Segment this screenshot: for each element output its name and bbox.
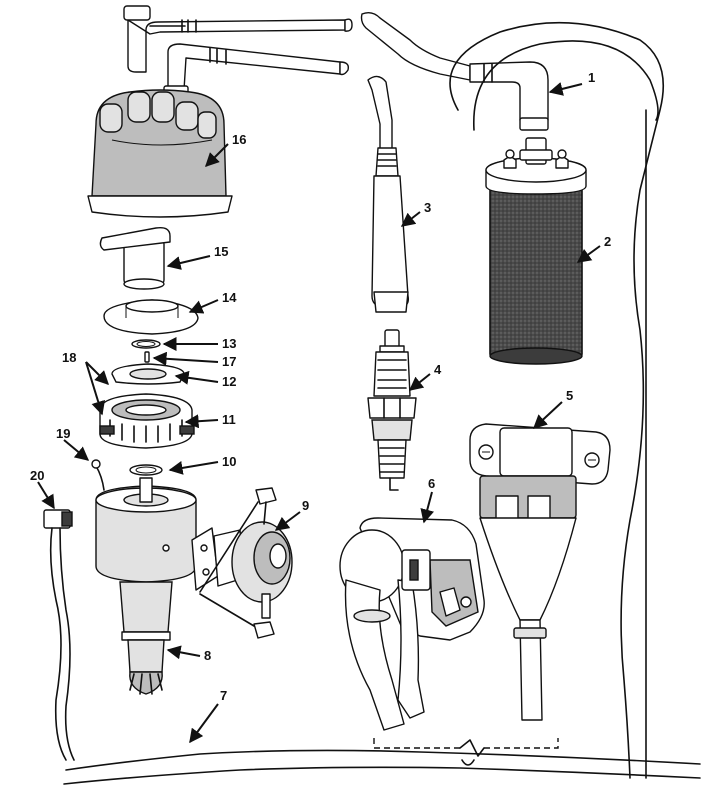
retaining-plate (111, 363, 185, 385)
leader-arrows (37, 82, 601, 744)
spark-plug-lead (367, 75, 410, 313)
callout-9: 9 (302, 498, 309, 513)
connector-20 (43, 509, 75, 761)
loop-wire (449, 21, 665, 779)
ignition-module-6 (339, 517, 485, 731)
callout-3: 3 (424, 200, 431, 215)
callout-8: 8 (204, 648, 211, 663)
callout-19: 19 (56, 426, 70, 441)
spark-plug (367, 329, 417, 491)
wiring-harness (63, 749, 701, 785)
distributor-cap (87, 89, 233, 218)
callout-5: 5 (566, 388, 573, 403)
callout-17: 17 (222, 354, 236, 369)
callout-16: 16 (232, 132, 246, 147)
callout-20: 20 (30, 468, 44, 483)
callout-13: 13 (222, 336, 236, 351)
callout-18: 18 (62, 350, 76, 365)
ignition-module-5 (469, 423, 611, 721)
harness-break (459, 739, 485, 757)
callout-12: 12 (222, 374, 236, 389)
wiring-bracket-dashed (373, 738, 559, 749)
callout-14: 14 (222, 290, 237, 305)
callout-15: 15 (214, 244, 228, 259)
callout-4: 4 (434, 362, 442, 377)
o-ring-13 (131, 339, 161, 349)
distributor-body (95, 477, 197, 695)
callout-11: 11 (222, 412, 236, 427)
vacuum-unit (191, 487, 293, 639)
rotor-arm (99, 226, 171, 290)
coil-ht-lead (360, 11, 549, 131)
callout-2: 2 (604, 234, 611, 249)
wire-19 (95, 465, 105, 491)
callout-7: 7 (220, 688, 227, 703)
ignition-coil (485, 137, 587, 365)
callout-6: 6 (428, 476, 435, 491)
circlip-10 (129, 464, 163, 476)
callout-1: 1 (588, 70, 595, 85)
ht-lead-upper (123, 5, 353, 73)
callout-10: 10 (222, 454, 236, 469)
ht-lead-lower (163, 43, 350, 97)
trigger-assembly (99, 393, 195, 449)
callout-labels: 1 2 3 4 5 6 7 8 9 10 11 12 13 17 14 15 1… (30, 70, 611, 703)
pin-17 (144, 351, 150, 363)
dust-shield (103, 299, 199, 335)
